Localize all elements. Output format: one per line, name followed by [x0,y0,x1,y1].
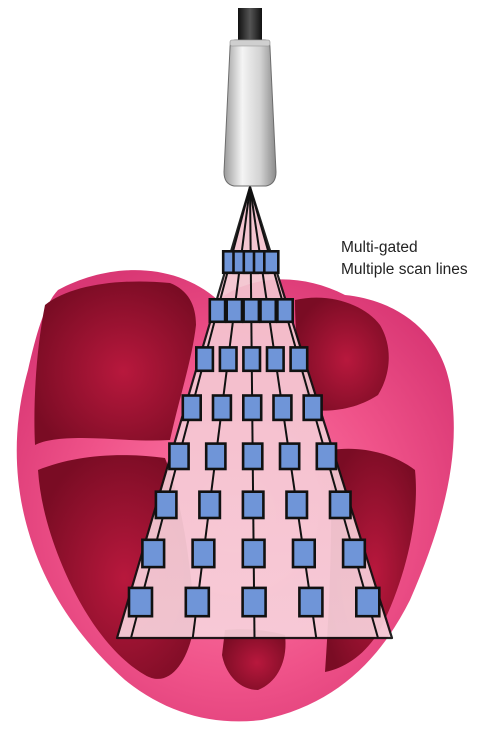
sample-gate [287,492,308,518]
probe-collar [230,40,270,46]
sample-gate [186,588,209,616]
sample-gate [356,588,379,616]
sample-gate [243,396,261,420]
sample-gate [183,396,201,420]
caption-line-2: Multiple scan lines [341,259,468,281]
sample-gate [277,299,292,322]
sample-gate [243,347,260,370]
sample-gate [330,492,351,518]
sample-gate [129,588,152,616]
sample-gate [206,444,225,469]
sample-gate [210,299,225,322]
sample-gate [293,540,315,567]
sample-gate [244,299,259,322]
sample-gate [291,347,308,370]
sample-gate [264,251,278,272]
sample-gate [304,396,322,420]
sample-gate [274,396,292,420]
sample-gate [196,347,213,370]
sample-gate [220,347,237,370]
sample-gate [169,444,188,469]
sample-gate [199,492,220,518]
sample-gate [280,444,299,469]
sample-gate [343,540,365,567]
sample-gate [267,347,284,370]
probe-body [224,40,276,186]
caption-line-1: Multi-gated [341,237,468,259]
heart-left-atrium [34,281,196,445]
sample-gate [142,540,164,567]
sample-gate [243,444,262,469]
sample-gate [317,444,336,469]
sample-gate [193,540,215,567]
sample-gate [227,299,242,322]
sample-gate [299,588,322,616]
ultrasound-probe-icon [224,8,276,186]
sample-gate [243,492,264,518]
probe-cable [238,8,262,40]
diagram-caption: Multi-gated Multiple scan lines [341,237,468,281]
sample-gate [243,540,265,567]
sample-gate [243,588,266,616]
sample-gate [156,492,177,518]
sample-gate [213,396,231,420]
sample-gate [261,299,276,322]
